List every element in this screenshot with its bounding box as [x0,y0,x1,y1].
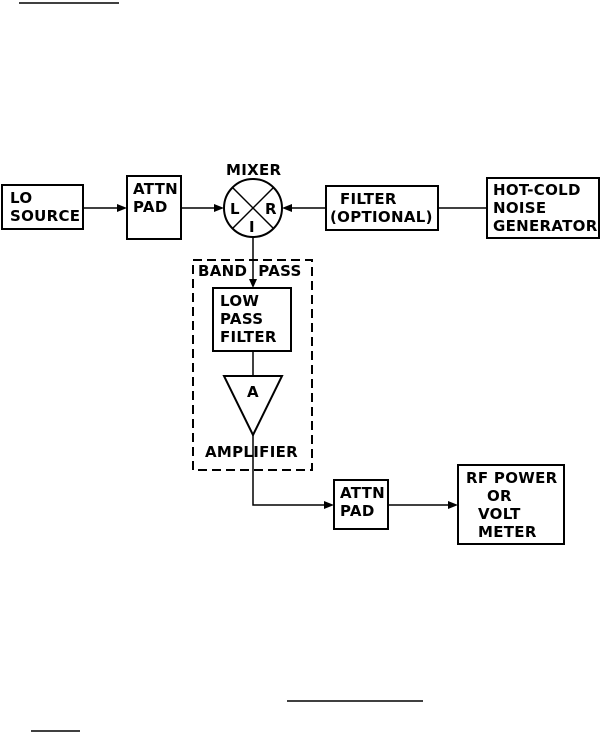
lo-source-block: LO SOURCE [1,184,84,230]
noise-gen-label-1: HOT-COLD [493,181,581,199]
noise-generator-block: HOT-COLD NOISE GENERATOR [486,177,600,239]
attn-pad-2-label-1: ATTN [340,484,385,502]
filter-block: FILTER (OPTIONAL) [325,185,439,231]
filter-label-2: (OPTIONAL) [330,208,433,226]
noise-gen-label-3: GENERATOR [493,217,598,235]
low-pass-filter-block: LOW PASS FILTER [212,287,292,352]
mixer-port-i: I [249,218,255,236]
attn-pad-1-block: ATTN PAD [126,175,182,240]
mixer-cross-b [231,186,275,230]
arrow-into-mixer-r [282,204,292,212]
meter-label-4: METER [478,523,537,541]
meter-label-2: OR [487,487,512,505]
lo-source-label-1: LO [10,189,32,207]
arrow-into-attn-pad-1 [117,204,127,212]
connector-amp-attn [252,435,326,506]
meter-label-1: RF POWER [466,469,558,487]
low-pass-label-2: PASS [220,310,263,328]
meter-label-3: VOLT [478,505,521,523]
attn-pad-2-block: ATTN PAD [333,479,389,530]
arrow-into-attn-pad-2 [324,501,334,509]
amplifier-block: A AMPLIFIER [205,375,298,461]
mixer-port-r: R [265,200,277,218]
band-pass-label: BAND PASS [198,262,302,280]
attn-pad-2-label-2: PAD [340,502,375,520]
attn-pad-1-label-1: ATTN [133,180,178,198]
amplifier-triangle [222,375,284,438]
mixer-port-l: L [230,200,240,218]
noise-gen-label-2: NOISE [493,199,546,217]
low-pass-label-1: LOW [220,292,259,310]
filter-label-1: FILTER [340,190,397,208]
mixer-block: MIXER L R I [223,161,283,238]
arrow-into-lowpass [249,279,257,288]
attn-pad-1-label-2: PAD [133,198,168,216]
arrow-into-meter [448,501,458,509]
low-pass-label-3: FILTER [220,328,277,346]
arrow-into-mixer-l [214,204,224,212]
lo-source-label-2: SOURCE [10,207,80,225]
amplifier-label: AMPLIFIER [205,443,298,461]
mixer-title: MIXER [226,161,282,179]
amplifier-symbol: A [247,383,259,401]
meter-block: RF POWER OR VOLT METER [457,464,565,545]
